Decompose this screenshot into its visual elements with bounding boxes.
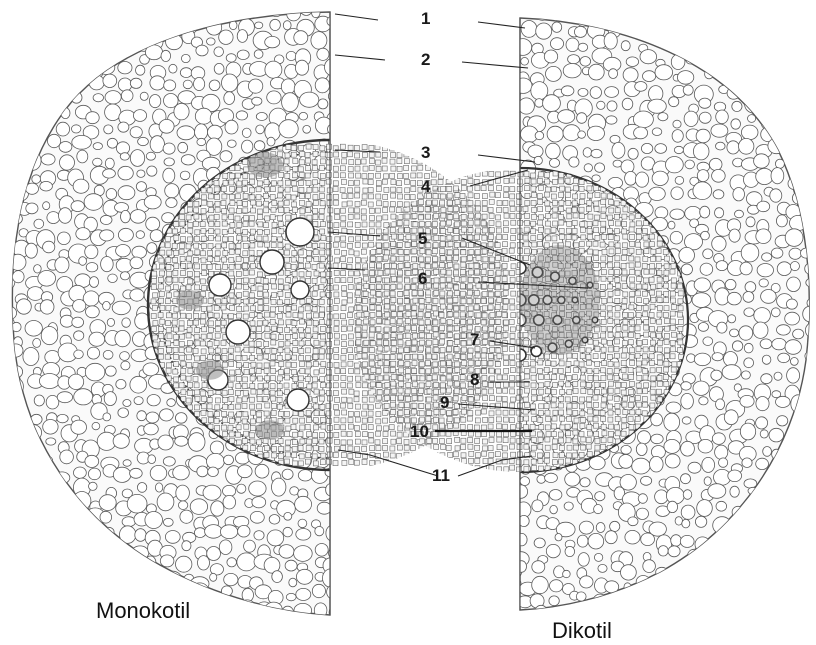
label-4: 4 xyxy=(421,177,431,196)
label-9: 9 xyxy=(440,393,449,412)
label-1: 1 xyxy=(421,9,430,28)
label-7: 7 xyxy=(470,330,479,349)
label-3: 3 xyxy=(421,143,430,162)
label-2: 2 xyxy=(421,50,430,69)
label-8: 8 xyxy=(470,370,479,389)
label-11: 11 xyxy=(432,466,450,485)
caption-dikotil: Dikotil xyxy=(552,618,612,643)
label-5: 5 xyxy=(418,229,427,248)
caption-monokotil: Monokotil xyxy=(96,598,190,623)
label-10: 10 xyxy=(410,422,429,441)
label-6: 6 xyxy=(418,269,427,288)
